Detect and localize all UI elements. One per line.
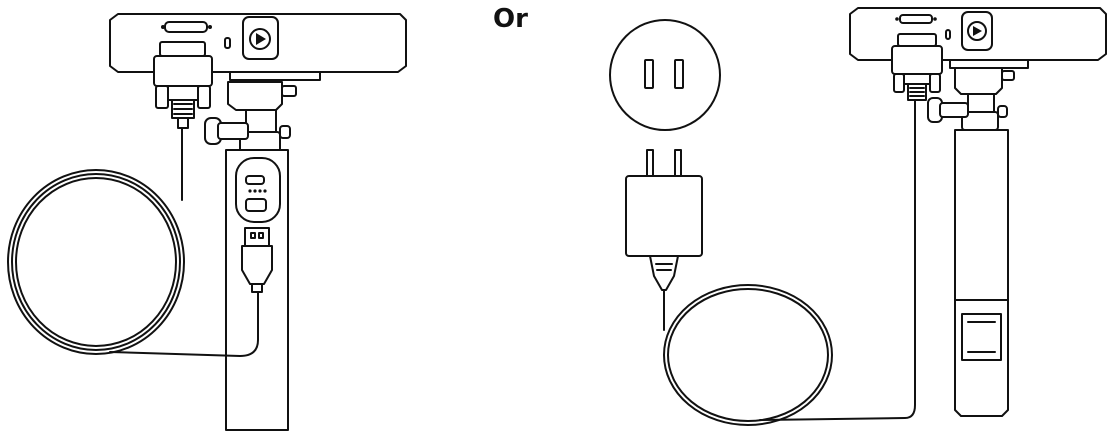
- left-setup: [7, 13, 407, 431]
- coiled-cable-icon: [663, 99, 916, 426]
- coiled-cable-icon: [7, 127, 259, 357]
- scanner-icon: [849, 7, 1107, 69]
- wall-outlet-icon: [609, 19, 721, 131]
- handle-grip-icon: [954, 129, 1009, 417]
- or-separator-label: Or: [493, 4, 528, 34]
- right-setup: [609, 7, 1107, 426]
- vga-connector-icon: [891, 33, 943, 101]
- mount-clamp-icon: [204, 81, 297, 155]
- vga-connector-icon: [153, 41, 213, 129]
- usb-plug-icon: [241, 227, 273, 293]
- mount-clamp-icon: [927, 67, 1015, 131]
- power-adapter-icon: [625, 149, 703, 291]
